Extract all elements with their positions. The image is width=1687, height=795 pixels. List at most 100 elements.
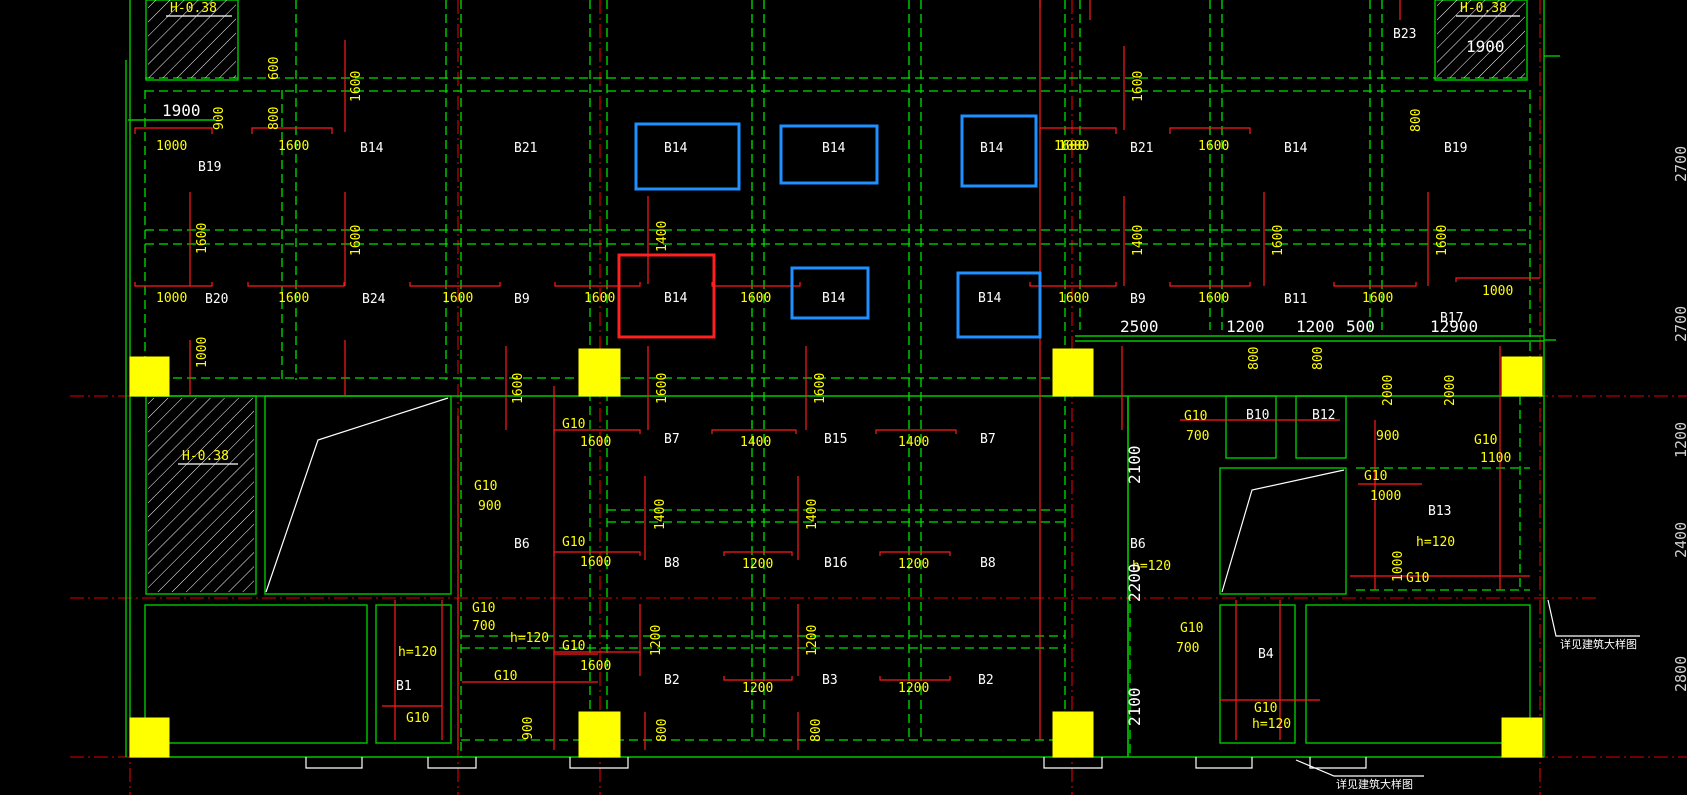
hatched-shafts bbox=[148, 0, 1525, 592]
highlight-box[interactable] bbox=[960, 114, 1038, 188]
rebar-length: 1600 bbox=[580, 555, 611, 570]
slab-label[interactable]: B6 bbox=[514, 537, 530, 552]
slab-label[interactable]: B14 bbox=[822, 141, 846, 156]
rebar-length: 1600 bbox=[349, 71, 364, 102]
rebar-length: 1600 bbox=[278, 139, 309, 154]
highlight-box[interactable] bbox=[779, 124, 879, 185]
rebar-length: 1600 bbox=[349, 225, 364, 256]
dimension: 2100 bbox=[1125, 445, 1144, 484]
dimension: 2800 bbox=[1672, 656, 1687, 692]
slab-label[interactable]: B14 bbox=[822, 291, 846, 306]
rebar-length: 1600 bbox=[580, 435, 611, 450]
slab-label[interactable]: B7 bbox=[980, 432, 996, 447]
rebar-length: 1000 bbox=[156, 139, 187, 154]
g10-label: G10 bbox=[1364, 469, 1387, 484]
slab-label[interactable]: B14 bbox=[1284, 141, 1308, 156]
slab-label[interactable]: B10 bbox=[1246, 408, 1269, 423]
dimension: 1200 bbox=[1226, 317, 1265, 336]
column bbox=[1501, 356, 1543, 397]
h120-label: h=120 bbox=[510, 631, 549, 646]
h120-label: h=120 bbox=[398, 645, 437, 660]
slab-label[interactable]: B8 bbox=[664, 556, 680, 571]
slab-label[interactable]: B2 bbox=[664, 673, 680, 688]
rebar-length: 1100 bbox=[1480, 451, 1511, 466]
rebar-length: 1400 bbox=[655, 221, 670, 252]
column bbox=[129, 717, 170, 758]
dimension: 1900 bbox=[162, 101, 201, 120]
elevation-label: H-0.38 bbox=[1460, 1, 1507, 16]
g10-label: G10 bbox=[1474, 433, 1497, 448]
rebar-length: 1000 bbox=[1058, 139, 1089, 154]
dimension: 2400 bbox=[1672, 522, 1687, 558]
g10-label: G10 bbox=[474, 479, 497, 494]
rebar-length: 2000 bbox=[1443, 375, 1458, 406]
slab-label[interactable]: B14 bbox=[360, 141, 384, 156]
detail-note: 详见建筑大样图 bbox=[1560, 637, 1637, 651]
g10-label: G10 bbox=[494, 669, 517, 684]
slab-label: B23 bbox=[1393, 27, 1416, 42]
g10-label: G10 bbox=[562, 639, 585, 654]
rebar-length: 1600 bbox=[1131, 71, 1146, 102]
rebar-length: 1200 bbox=[742, 557, 773, 572]
slab-label[interactable]: B16 bbox=[824, 556, 847, 571]
slab-label[interactable]: B12 bbox=[1312, 408, 1335, 423]
dimension: 2700 bbox=[1672, 306, 1687, 342]
slab-label[interactable]: B20 bbox=[205, 292, 228, 307]
g10-label: G10 bbox=[562, 417, 585, 432]
slab-label[interactable]: B14 bbox=[664, 291, 688, 306]
slab-label[interactable]: B21 bbox=[514, 141, 537, 156]
slab-label[interactable]: B1 bbox=[396, 679, 412, 694]
rebar-length: 1000 bbox=[195, 337, 210, 368]
slab-label[interactable]: B19 bbox=[198, 160, 221, 175]
rebar-length: 1600 bbox=[1198, 139, 1229, 154]
slab-label[interactable]: B17 bbox=[1440, 311, 1463, 326]
dimension: 2100 bbox=[1125, 687, 1144, 726]
highlight-box[interactable] bbox=[956, 271, 1042, 339]
slab-label[interactable]: B9 bbox=[1130, 292, 1146, 307]
slab-label[interactable]: B2 bbox=[978, 673, 994, 688]
slab-label[interactable]: B24 bbox=[362, 292, 386, 307]
rebar-length: 1400 bbox=[740, 435, 771, 450]
slab-label[interactable]: B3 bbox=[822, 673, 838, 688]
column bbox=[578, 711, 621, 758]
highlight-box[interactable] bbox=[634, 122, 741, 191]
h120-label: h=120 bbox=[1132, 559, 1171, 574]
rebar-length: 900 bbox=[212, 107, 227, 130]
slab-label[interactable]: B13 bbox=[1428, 504, 1451, 519]
rebar-length: 800 bbox=[1311, 347, 1326, 370]
rebar-marks bbox=[134, 0, 1540, 750]
rebar-length: 800 bbox=[809, 719, 824, 742]
highlight-box-selected[interactable] bbox=[617, 253, 716, 339]
footing-marks bbox=[305, 757, 1367, 769]
slab-label[interactable]: B19 bbox=[1444, 141, 1467, 156]
elevation-marks: H-0.38 H-0.38 H-0.38 bbox=[166, 1, 1520, 465]
slab-label[interactable]: B4 bbox=[1258, 647, 1274, 662]
slab-label[interactable]: B9 bbox=[514, 292, 530, 307]
rebar-length: 1600 bbox=[1198, 291, 1229, 306]
slab-label[interactable]: B11 bbox=[1284, 292, 1307, 307]
dimension: 1200 bbox=[1296, 317, 1335, 336]
g10-label: G10 bbox=[1184, 409, 1207, 424]
rebar-length: 1600 bbox=[511, 373, 526, 404]
rebar-length: 1000 bbox=[1391, 551, 1406, 582]
highlight-box[interactable] bbox=[790, 266, 870, 320]
rebar-length: 1400 bbox=[653, 499, 668, 530]
slab-label[interactable]: B21 bbox=[1130, 141, 1153, 156]
rebar-length: 800 bbox=[655, 719, 670, 742]
slab-label[interactable]: B7 bbox=[664, 432, 680, 447]
slab-label[interactable]: B15 bbox=[824, 432, 847, 447]
slab-label[interactable]: B14 bbox=[980, 141, 1004, 156]
rebar-length: 1200 bbox=[649, 625, 664, 656]
slab-label[interactable]: B14 bbox=[978, 291, 1002, 306]
dimension: 2700 bbox=[1672, 146, 1687, 182]
slab-label[interactable]: B14 bbox=[664, 141, 688, 156]
slab-label[interactable]: B8 bbox=[980, 556, 996, 571]
rebar-length: 1200 bbox=[805, 625, 820, 656]
rebar-length: 1600 bbox=[813, 373, 828, 404]
rebar-length: 1600 bbox=[1054, 139, 1085, 154]
slab-label[interactable]: B6 bbox=[1130, 537, 1146, 552]
g10-label: G10 bbox=[1254, 701, 1277, 716]
rebar-length: 1000 bbox=[156, 291, 187, 306]
rebar-length: 1600 bbox=[278, 291, 309, 306]
